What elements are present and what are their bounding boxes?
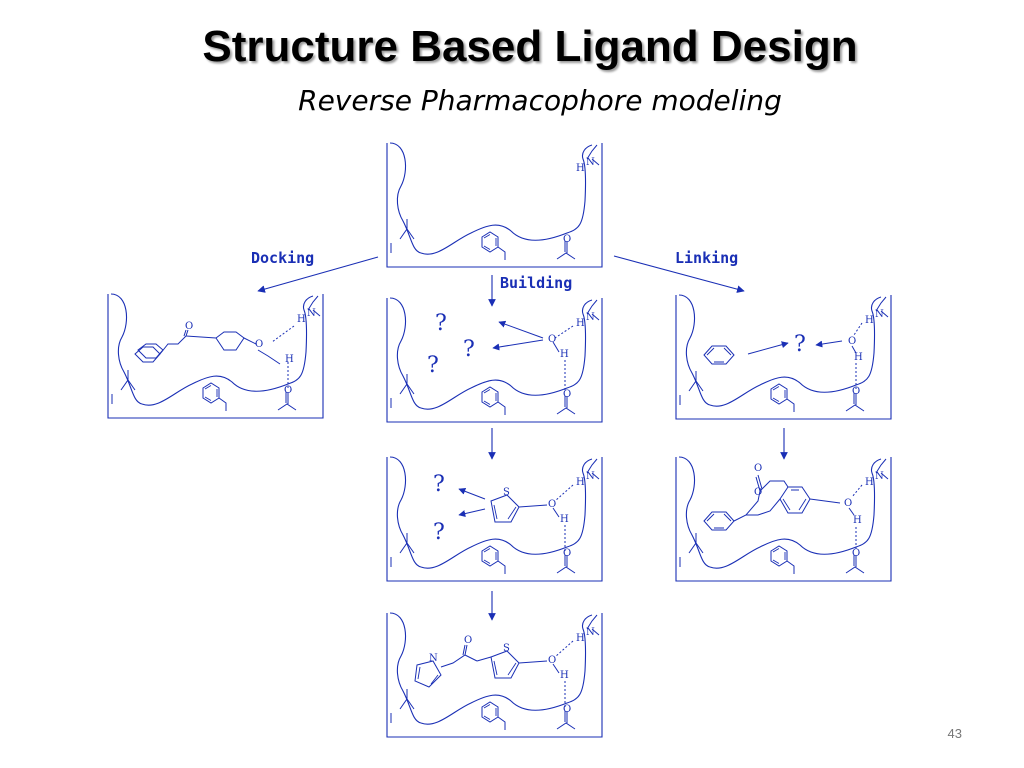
pocket-building-3: H N O N O S O H <box>386 612 603 738</box>
pocket-linking-1: H N O O H ? <box>675 294 892 420</box>
question-mark: ? <box>433 472 445 497</box>
atom-o: O <box>844 498 852 509</box>
atom-o: O <box>754 463 762 474</box>
pocket-linking-2: H N O O O O H <box>675 456 892 582</box>
slide-subtitle: Reverse Pharmacophore modeling <box>298 84 782 117</box>
atom-o: O <box>464 635 472 646</box>
atom-n: N <box>307 308 316 319</box>
atom-h: H <box>560 514 569 525</box>
atom-n: N <box>586 627 595 638</box>
atom-h: H <box>576 633 585 644</box>
atom-o: O <box>255 339 263 350</box>
pocket-docking: H N O O O H <box>107 293 324 419</box>
atom-o: O <box>284 385 292 396</box>
slide-title: Structure Based Ligand Design <box>202 22 858 71</box>
atom-o: O <box>548 334 556 345</box>
question-mark: ? <box>794 332 806 357</box>
atom-o: O <box>548 655 556 666</box>
atom-h: H <box>576 477 585 488</box>
question-mark: ? <box>435 311 447 336</box>
atom-h: H <box>576 318 585 329</box>
atom-n: N <box>586 157 595 168</box>
atom-o: O <box>563 234 571 245</box>
atom-o: O <box>548 499 556 510</box>
atom-o: O <box>852 386 860 397</box>
atom-n: N <box>875 471 884 482</box>
atom-h: H <box>854 352 863 363</box>
docking-label: Docking <box>251 249 314 267</box>
atom-o: O <box>563 389 571 400</box>
atom-o: O <box>754 487 762 498</box>
question-mark: ? <box>463 337 475 362</box>
atom-o: O <box>848 336 856 347</box>
atom-s: S <box>503 487 510 498</box>
atom-o: O <box>852 548 860 559</box>
atom-n: N <box>875 309 884 320</box>
building-label: Building <box>500 274 572 292</box>
question-mark: ? <box>427 353 439 378</box>
atom-h: H <box>576 163 585 174</box>
pocket-building-2: H N O S O H ? ? <box>386 456 603 582</box>
atom-h: H <box>865 315 874 326</box>
atom-n: N <box>429 653 438 664</box>
atom-h: H <box>560 670 569 681</box>
atom-o: O <box>185 321 193 332</box>
linking-arrow <box>613 255 745 293</box>
atom-h: H <box>297 314 306 325</box>
atom-h: H <box>560 349 569 360</box>
page-number: 43 <box>947 726 962 741</box>
pocket-receptor: H N O <box>386 142 603 268</box>
atom-o: O <box>563 548 571 559</box>
atom-h: H <box>865 477 874 488</box>
atom-n: N <box>586 312 595 323</box>
atom-o: O <box>563 704 571 715</box>
pocket-building-1: H N O O H ? ? ? <box>386 297 603 423</box>
docking-arrow <box>257 256 379 293</box>
question-mark: ? <box>433 520 445 545</box>
atom-n: N <box>586 471 595 482</box>
atom-s: S <box>503 643 510 654</box>
atom-h: H <box>853 515 862 526</box>
atom-h: H <box>285 354 294 365</box>
linking-label: Linking <box>675 249 738 267</box>
